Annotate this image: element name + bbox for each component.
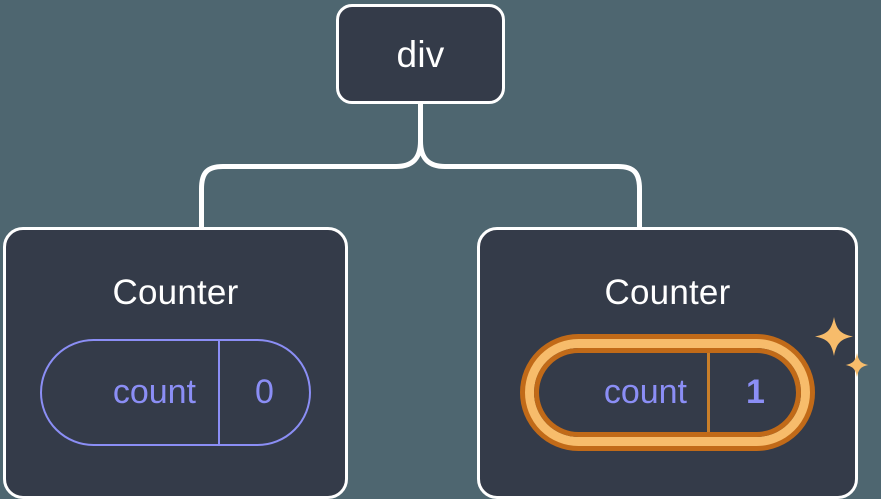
counter-right-state-wrap: count 1 (525, 317, 869, 446)
node-div[interactable]: div (336, 4, 505, 104)
sparkles-group (815, 317, 869, 377)
counter-right-title: Counter (604, 273, 731, 312)
counter-left-title: Counter (112, 273, 239, 312)
counter-left-state-wrap: count 0 (40, 339, 311, 446)
node-div-label: div (396, 33, 445, 75)
state-value-label: 1 (746, 373, 765, 411)
connector-right-branch (418, 138, 642, 230)
state-value-label: 0 (255, 373, 274, 411)
node-counter-left[interactable]: Counter count 0 (3, 227, 348, 499)
state-key-label: count (534, 348, 710, 437)
state-key-label: count (42, 341, 220, 444)
connector-left-branch (199, 138, 423, 230)
node-counter-right[interactable]: Counter count 1 (477, 227, 869, 499)
sparkle-large-icon (815, 317, 853, 356)
state-pill-count-right[interactable]: count 1 (525, 339, 810, 446)
state-pill-count-left[interactable]: count 0 (40, 339, 311, 446)
sparkle-small-icon (845, 353, 869, 377)
